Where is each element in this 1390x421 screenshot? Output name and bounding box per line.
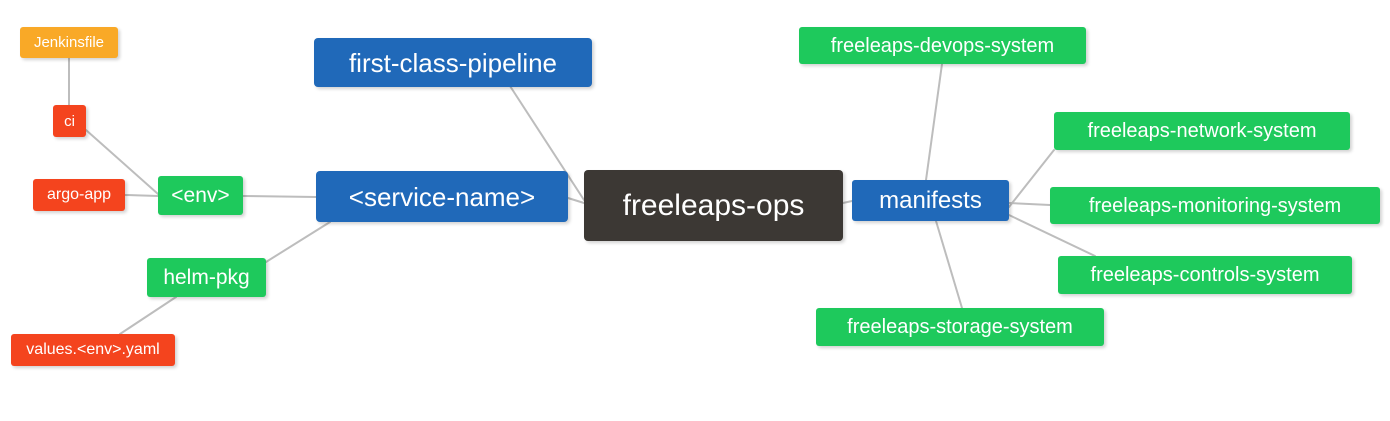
node-label-ci: ci: [64, 112, 75, 130]
edge-manifests-to-freeleaps-monitoring-system: [1008, 202, 1051, 206]
edge-service-name-to-helm-pkg: [265, 221, 331, 263]
edge-freeleaps-ops-to-manifests: [842, 200, 853, 204]
node-manifests[interactable]: manifests: [852, 180, 1009, 221]
node-values-env-yaml[interactable]: values.<env>.yaml: [11, 334, 175, 366]
node-freeleaps-ops[interactable]: freeleaps-ops: [584, 170, 843, 241]
edge-env-to-argo-app: [124, 194, 159, 197]
node-label-manifests: manifests: [879, 186, 982, 214]
node-label-freeleaps-ops: freeleaps-ops: [622, 188, 805, 222]
node-label-service-name: <service-name>: [348, 181, 536, 212]
node-label-jenkinsfile: Jenkinsfile: [33, 34, 105, 51]
edge-manifests-to-freeleaps-devops-system: [925, 63, 943, 181]
node-env[interactable]: <env>: [158, 176, 243, 215]
node-freeleaps-controls-system[interactable]: freeleaps-controls-system: [1058, 256, 1352, 294]
edge-manifests-to-freeleaps-storage-system: [935, 220, 963, 309]
node-label-helm-pkg: helm-pkg: [163, 266, 250, 289]
node-freeleaps-monitoring-system[interactable]: freeleaps-monitoring-system: [1050, 187, 1380, 224]
node-first-class-pipeline[interactable]: first-class-pipeline: [314, 38, 592, 87]
edge-manifests-to-freeleaps-network-system: [1008, 149, 1055, 208]
node-freeleaps-network-system[interactable]: freeleaps-network-system: [1054, 112, 1350, 150]
node-label-argo-app: argo-app: [46, 186, 112, 203]
node-jenkinsfile[interactable]: Jenkinsfile: [20, 27, 118, 58]
edge-helm-pkg-to-values-env-yaml: [119, 296, 177, 335]
node-freeleaps-storage-system[interactable]: freeleaps-storage-system: [816, 308, 1104, 346]
node-label-freeleaps-devops-system: freeleaps-devops-system: [830, 34, 1055, 57]
node-service-name[interactable]: <service-name>: [316, 171, 568, 222]
node-ci[interactable]: ci: [53, 105, 86, 137]
node-label-values-env-yaml: values.<env>.yaml: [26, 341, 160, 358]
node-label-freeleaps-controls-system: freeleaps-controls-system: [1090, 264, 1320, 286]
node-helm-pkg[interactable]: helm-pkg: [147, 258, 266, 297]
node-argo-app[interactable]: argo-app: [33, 179, 125, 211]
node-label-freeleaps-network-system: freeleaps-network-system: [1087, 120, 1317, 142]
node-label-env: <env>: [171, 184, 230, 207]
node-freeleaps-devops-system[interactable]: freeleaps-devops-system: [799, 27, 1086, 64]
edge-freeleaps-ops-to-service-name: [567, 197, 585, 204]
edge-service-name-to-env: [242, 195, 317, 198]
node-label-freeleaps-monitoring-system: freeleaps-monitoring-system: [1088, 194, 1342, 217]
node-label-first-class-pipeline: first-class-pipeline: [348, 47, 558, 78]
node-label-freeleaps-storage-system: freeleaps-storage-system: [847, 316, 1073, 338]
